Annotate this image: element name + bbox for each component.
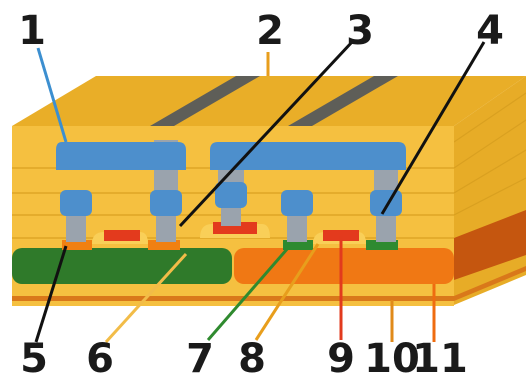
n-plus-diffusion-right-b	[366, 240, 398, 250]
leader-5	[34, 245, 68, 343]
p-plus-diffusion-left-b	[148, 240, 180, 250]
callout-2: 2	[256, 8, 284, 54]
block-top-face	[12, 76, 526, 126]
callout-6: 6	[86, 336, 114, 377]
leader-7	[206, 247, 290, 341]
callout-4: 4	[476, 8, 504, 54]
leader-6	[104, 252, 188, 344]
callout-11: 11	[412, 336, 468, 377]
callout-8: 8	[238, 336, 266, 377]
leader-8	[254, 243, 320, 341]
metal1-pad-5	[370, 190, 402, 216]
p-plus-diffusion-left-a	[62, 240, 92, 250]
via-column-3-lower	[221, 204, 241, 226]
metal-2-line-left	[56, 142, 186, 170]
leader-3	[178, 40, 354, 228]
metal1-pad-4	[281, 190, 313, 216]
n-well	[12, 248, 232, 284]
leader-1	[36, 47, 68, 143]
right-face-well-band	[454, 210, 526, 280]
via-column-2-lower	[156, 212, 176, 242]
leader-lines	[34, 40, 486, 344]
via-column-5-lower	[376, 212, 396, 242]
callout-3: 3	[346, 8, 374, 54]
metal1-pad-1	[60, 190, 92, 216]
p-well	[234, 248, 454, 284]
gate-poly-left	[104, 230, 140, 241]
top-metal-strip-right	[288, 76, 398, 126]
bottom-orange-stripe	[12, 296, 454, 301]
right-face-layer-lines	[453, 92, 526, 216]
via-column-1-lower	[66, 212, 86, 242]
callout-1: 1	[18, 8, 46, 54]
callout-labels: 1 2 3 4 5 6 7 8 9 10 11	[18, 8, 504, 377]
via-column-4-lower	[287, 212, 307, 242]
leader-4	[380, 41, 486, 215]
callout-5: 5	[20, 336, 48, 377]
n-plus-diffusion-right-a	[283, 240, 313, 250]
gate-poly-right	[323, 230, 359, 241]
callout-10: 10	[364, 336, 420, 377]
metal1-pad-3	[215, 182, 247, 208]
metal-1-pads	[60, 182, 402, 216]
bottom-right-stripe	[454, 266, 526, 301]
top-metal-strip-left	[150, 76, 260, 126]
metal1-pad-2	[150, 190, 182, 216]
callout-9: 9	[327, 336, 355, 377]
callout-7: 7	[186, 336, 214, 377]
metal-2-line-right	[210, 142, 406, 170]
